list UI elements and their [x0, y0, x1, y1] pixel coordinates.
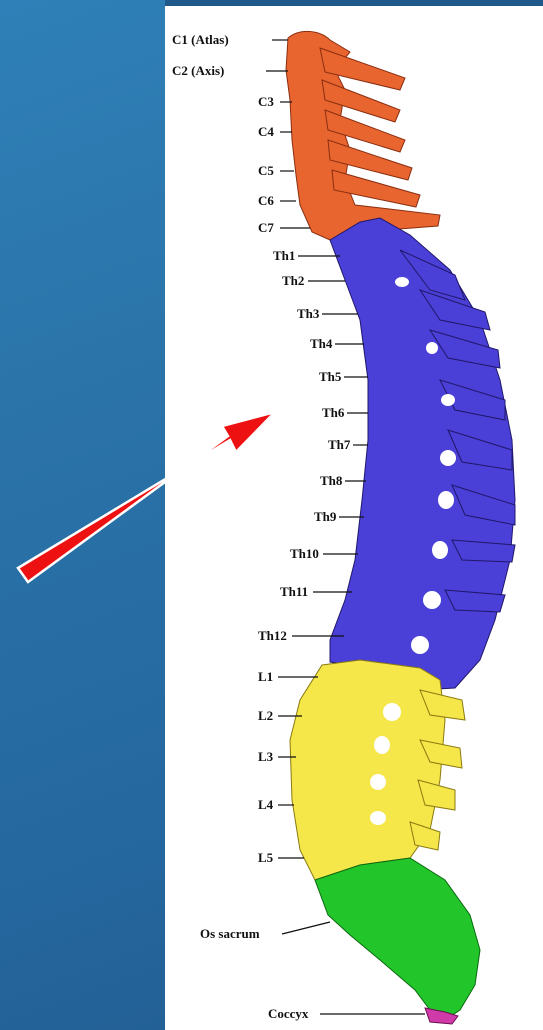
red-arrow-icon — [18, 412, 275, 582]
label-coccyx: Coccyx — [268, 1006, 309, 1021]
label-th4: Th4 — [310, 336, 333, 351]
label-th6: Th6 — [322, 405, 345, 420]
label-l5: L5 — [258, 850, 274, 865]
label-sacrum: Os sacrum — [200, 926, 260, 941]
label-l2: L2 — [258, 708, 273, 723]
label-c6: C6 — [258, 193, 274, 208]
lumbar-vertebrae — [290, 660, 465, 880]
label-th3: Th3 — [297, 306, 320, 321]
label-c4: C4 — [258, 124, 274, 139]
label-th10: Th10 — [290, 546, 319, 561]
label-th1: Th1 — [273, 248, 295, 263]
label-c3: C3 — [258, 94, 274, 109]
label-th5: Th5 — [319, 369, 342, 384]
label-c1: C1 (Atlas) — [172, 32, 229, 47]
sacrum — [315, 858, 480, 1020]
label-th12: Th12 — [258, 628, 287, 643]
thoracic-vertebrae — [330, 218, 515, 690]
label-c5: C5 — [258, 163, 274, 178]
label-c7: C7 — [258, 220, 274, 235]
label-l1: L1 — [258, 669, 273, 684]
label-th8: Th8 — [320, 473, 343, 488]
label-th2: Th2 — [282, 273, 304, 288]
cervical-vertebrae — [286, 31, 440, 240]
label-l4: L4 — [258, 797, 274, 812]
label-th7: Th7 — [328, 437, 351, 452]
label-th9: Th9 — [314, 509, 337, 524]
label-th11: Th11 — [280, 584, 308, 599]
label-l3: L3 — [258, 749, 274, 764]
label-c2: C2 (Axis) — [172, 63, 224, 78]
